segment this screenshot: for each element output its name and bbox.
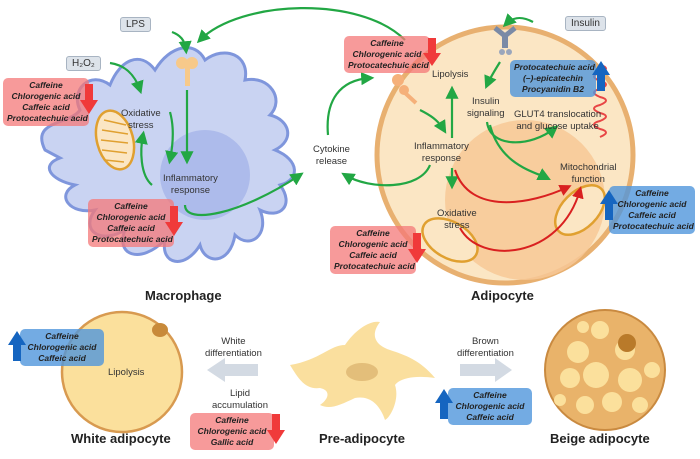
- mitochondrion-icon: [421, 217, 479, 263]
- insulin-receptor-icon: [493, 26, 517, 55]
- compound-box-white-lipolysis: Caffeine Chlorogenic acid Caffeic acid: [20, 329, 104, 367]
- decrease-arrow-icon: [408, 233, 426, 263]
- mitochondrion-cristae: [100, 119, 129, 163]
- tlr4-receptor-icon: [176, 57, 198, 86]
- white-adipocyte-title: White adipocyte: [71, 431, 171, 446]
- compound-box-adipocyte-insulin: Protocatechuic acid (–)-epicatechin Proc…: [510, 60, 596, 98]
- macrophage-title: Macrophage: [145, 288, 222, 303]
- insulin-label: Insulin: [565, 16, 606, 31]
- h2o2-label: H₂O₂: [66, 56, 101, 71]
- compound-box-macrophage-inflammatory: Caffeine Chlorogenic acid Caffeic acid P…: [88, 199, 174, 248]
- decrease-arrow-icon: [267, 414, 285, 444]
- lps-label: LPS: [120, 17, 151, 32]
- compound-box-macrophage-oxidative: Caffeine Chlorogenic acid Caffeic acid P…: [3, 78, 89, 127]
- white-lipolysis-label: Lipolysis: [108, 367, 145, 378]
- increase-arrow-icon: [600, 190, 618, 220]
- decrease-arrow-icon: [80, 84, 98, 114]
- white-differentiation-arrow: [207, 358, 258, 382]
- cytokine-receptor-icon: [392, 74, 418, 105]
- beige-adipocyte-title: Beige adipocyte: [550, 431, 650, 446]
- white-adipocyte-nucleus: [152, 323, 168, 337]
- mitochondrion-icon: [554, 184, 606, 236]
- brown-differentiation-arrow: [460, 358, 512, 382]
- pre-adipocyte-nucleus: [346, 363, 378, 381]
- adipocyte-title: Adipocyte: [471, 288, 534, 303]
- increase-arrow-icon: [8, 331, 26, 361]
- increase-arrow-icon: [435, 389, 453, 419]
- compound-box-adipocyte-mitochondrial: Caffeine Chlorogenic acid Caffeic acid P…: [609, 186, 695, 235]
- compound-box-adipocyte-lipolysis: Caffeine Chlorogenic acid Protocatechuic…: [344, 36, 430, 74]
- compound-box-adipocyte-oxidative: Caffeine Chlorogenic acid Caffeic acid P…: [330, 226, 416, 275]
- compound-box-brown-differentiation: Caffeine Chlorogenic acid Caffeic acid: [448, 388, 532, 426]
- pre-adipocyte-title: Pre-adipocyte: [319, 431, 405, 446]
- adipocyte-lipolysis-label: Lipolysis: [432, 69, 469, 80]
- increase-arrow-icon: [592, 61, 610, 91]
- decrease-arrow-icon: [165, 206, 183, 236]
- compound-box-lipid-accumulation: Caffeine Chlorogenic acid Gallic acid: [190, 413, 274, 451]
- pathway-arrows: [109, 7, 559, 217]
- decrease-arrow-icon: [423, 38, 441, 66]
- inhibition-arrows: [454, 169, 584, 252]
- beige-adipocyte-nucleus: [618, 334, 636, 352]
